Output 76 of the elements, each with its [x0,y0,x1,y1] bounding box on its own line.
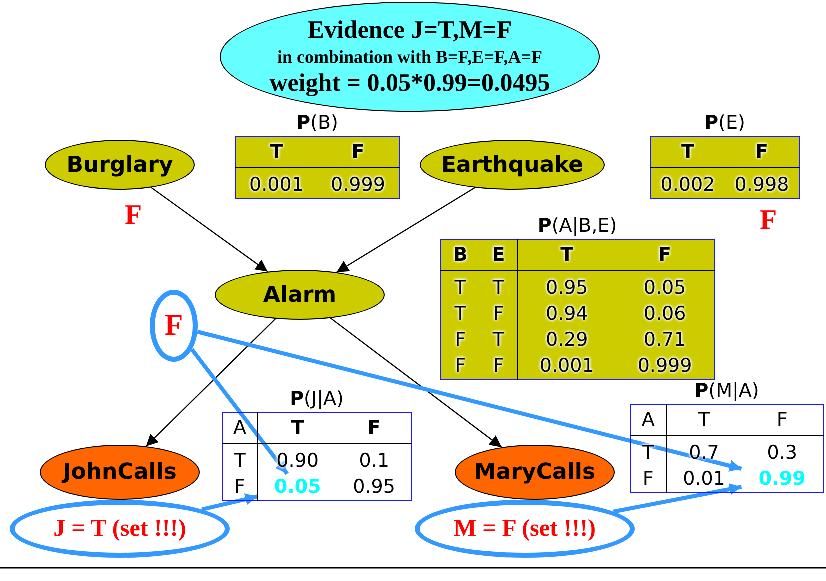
table-value: 0.90 [258,444,338,474]
table-title: P(A|B,E) [536,215,618,239]
state-value: F [760,205,778,237]
table-value: 0.94 [518,301,616,327]
table-title: P(B) [296,112,340,136]
column-header: T [236,136,318,168]
row-header: F [222,474,258,500]
variable-node: Burglary [45,140,195,190]
table-value: 0.1 [338,444,412,474]
evidence-ellipse: M = F (set !!!) [415,500,635,558]
column-header: F [742,404,824,436]
variable-node: JohnCalls [40,445,200,500]
state-value: F [125,200,142,232]
probability-table [222,388,412,501]
row-header: T [222,444,258,474]
row-header: T [440,301,480,327]
arrow [336,187,476,274]
table-value: 0.05 [616,270,714,301]
highlight-arrow [202,494,258,512]
column-header: F [338,412,412,444]
variable-node: Alarm [215,270,385,320]
column-header: A [630,404,666,436]
arrow [151,187,268,272]
row-header: F [480,301,518,327]
table-value: 0.001 [518,353,616,380]
table-value: 0.06 [616,301,714,327]
variable-node: Earthquake [420,140,605,190]
row-header: F [440,353,480,380]
callout-heading: Evidence J=T,M=F [308,16,512,44]
table-title: P(M|A) [694,380,760,404]
row-header: T [480,327,518,353]
callout-formula: weight = 0.05*0.99=0.0495 [270,70,550,98]
callout-text: in combination with B=F,E=F,A=F [278,46,542,68]
probability-table [650,112,800,199]
column-header: T [666,404,742,436]
row-header: T [630,436,666,466]
evidence-ellipse: J = T (set !!!) [10,500,230,558]
table-value: 0.001 [236,168,318,198]
column-header: B [440,240,480,270]
value-circle: F [150,290,198,362]
row-header: T [480,270,518,301]
table-value: 0.999 [318,168,400,198]
table-value: 0.71 [616,327,714,353]
table-value: 0.3 [742,436,824,466]
table-value: 0.95 [338,474,412,500]
table-title: P(J|A) [289,388,345,412]
arrow [330,318,502,448]
column-header: A [222,412,258,444]
table-title: P(E) [704,112,746,136]
highlight-arrow [197,330,742,472]
column-header: T [518,240,616,270]
column-header: E [480,240,518,270]
column-header: F [616,240,714,270]
row-header: F [440,327,480,353]
column-header: F [725,136,800,168]
highlighted-value: 0.05 [258,474,338,500]
row-header: T [440,270,480,301]
probability-table [440,215,715,380]
column-header: T [258,412,338,444]
column-header: T [650,136,725,168]
table-value: 0.999 [616,353,714,380]
highlighted-value: 0.99 [742,466,824,492]
column-header: F [318,136,400,168]
variable-node: MaryCalls [455,445,615,500]
table-value: 0.29 [518,327,616,353]
probability-table [630,380,824,493]
highlight-arrow [613,484,742,514]
table-value: 0.01 [666,466,742,492]
row-header: F [480,353,518,380]
highlight-arrow [190,348,289,476]
arrow [146,318,276,447]
probability-table [235,112,400,199]
table-value: 0.002 [650,168,725,198]
table-value: 0.998 [725,168,800,198]
row-header: F [630,466,666,492]
table-value: 0.95 [518,270,616,301]
